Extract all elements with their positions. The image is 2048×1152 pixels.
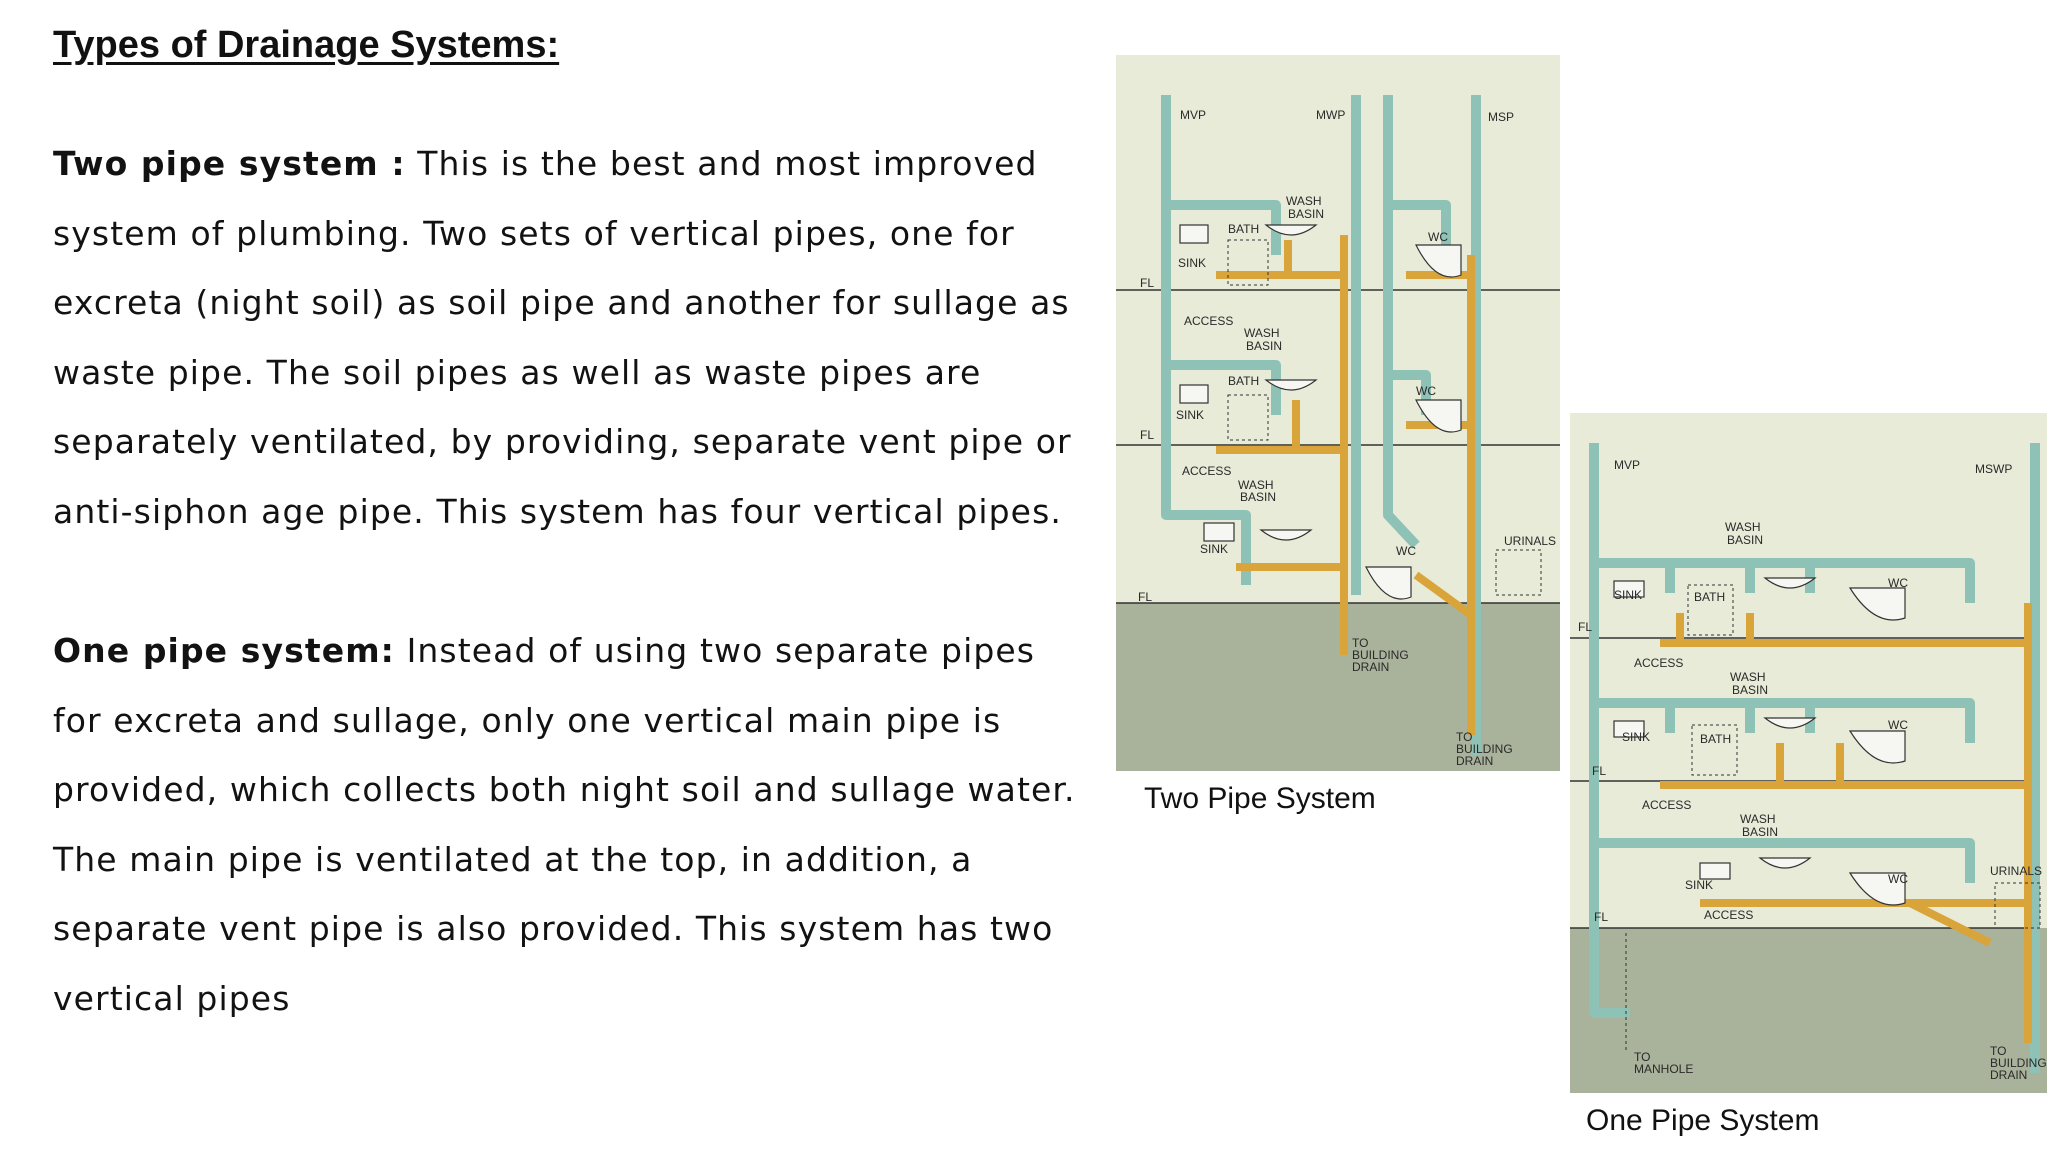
access-label: ACCESS	[1634, 656, 1683, 670]
two-pipe-caption: Two Pipe System	[1144, 782, 1376, 815]
sink-label: SINK	[1614, 588, 1642, 602]
two-pipe-lead: Two pipe system :	[53, 144, 406, 183]
fl-label: FL	[1594, 910, 1608, 924]
sink-label: SINK	[1622, 730, 1650, 744]
to-drain-label: BUILDING	[1352, 648, 1409, 662]
wash-basin-label-b: BASIN	[1727, 533, 1763, 547]
mvp-label: MVP	[1614, 458, 1640, 472]
sink-label: SINK	[1200, 542, 1228, 556]
fl-label: FL	[1578, 620, 1592, 634]
wash-basin-label: WASH	[1238, 478, 1274, 492]
wash-basin-label-b: BASIN	[1288, 207, 1324, 221]
access-label: ACCESS	[1184, 314, 1233, 328]
access-label: ACCESS	[1642, 798, 1691, 812]
fl-label: FL	[1592, 764, 1606, 778]
msp-label: MSP	[1488, 110, 1514, 124]
fl-label: FL	[1138, 590, 1152, 604]
wc-label: WC	[1888, 576, 1908, 590]
wash-basin-label-b: BASIN	[1742, 825, 1778, 839]
urinals-label: URINALS	[1990, 864, 2042, 878]
one-pipe-lead: One pipe system:	[53, 631, 395, 670]
wash-basin-label: WASH	[1725, 520, 1761, 534]
wash-basin-label: WASH	[1740, 812, 1776, 826]
one-pipe-text: Instead of using two separate pipes for …	[53, 631, 1076, 1018]
urinals-label: URINALS	[1504, 534, 1556, 548]
two-pipe-diagram: MVP MWP MSP WASH BASIN BATH SINK WC FL A…	[1116, 55, 1560, 771]
two-pipe-text: This is the best and most improved syste…	[53, 144, 1072, 531]
bath-label: BATH	[1228, 222, 1259, 236]
one-pipe-paragraph: One pipe system: Instead of using two se…	[53, 616, 1093, 1033]
bath-label: BATH	[1694, 590, 1725, 604]
to-manhole-label: TO	[1634, 1050, 1650, 1064]
wc-label: WC	[1416, 384, 1436, 398]
wash-basin-label: WASH	[1286, 194, 1322, 208]
wc-label: WC	[1396, 544, 1416, 558]
wc-label: WC	[1888, 872, 1908, 886]
to-drain-label: DRAIN	[1352, 660, 1389, 674]
wash-basin-label: WASH	[1730, 670, 1766, 684]
to-drain-label: TO	[1456, 730, 1472, 744]
mvp-label: MVP	[1180, 108, 1206, 122]
to-drain-label: DRAIN	[1456, 754, 1493, 768]
wash-basin-label: WASH	[1244, 326, 1280, 340]
two-pipe-diagram-drawing: MVP MWP MSP WASH BASIN BATH SINK WC FL A…	[1116, 55, 1560, 771]
fl-label: FL	[1140, 428, 1154, 442]
wash-basin-label-b: BASIN	[1246, 339, 1282, 353]
wc-label: WC	[1428, 230, 1448, 244]
one-pipe-diagram: MVP MSWP WASH BASIN SINK BATH WC FL ACCE…	[1570, 413, 2047, 1093]
bath-label: BATH	[1700, 732, 1731, 746]
wc-label: WC	[1888, 718, 1908, 732]
one-pipe-caption: One Pipe System	[1586, 1104, 1820, 1137]
two-pipe-paragraph: Two pipe system : This is the best and m…	[53, 129, 1093, 546]
bath-label: BATH	[1228, 374, 1259, 388]
to-drain-label: TO	[1990, 1044, 2006, 1058]
to-drain-label: TO	[1352, 636, 1368, 650]
to-drain-label: DRAIN	[1990, 1068, 2027, 1082]
sink-label: SINK	[1685, 878, 1713, 892]
wash-basin-label-b: BASIN	[1732, 683, 1768, 697]
wash-basin-label-b: BASIN	[1240, 490, 1276, 504]
sink-label: SINK	[1178, 256, 1206, 270]
mwp-label: MWP	[1316, 108, 1345, 122]
access-label: ACCESS	[1704, 908, 1753, 922]
mswp-label: MSWP	[1975, 462, 2012, 476]
page-title: Types of Drainage Systems:	[53, 24, 560, 66]
to-drain-label: BUILDING	[1990, 1056, 2047, 1070]
to-drain-label: BUILDING	[1456, 742, 1513, 756]
access-label: ACCESS	[1182, 464, 1231, 478]
fl-label: FL	[1140, 276, 1154, 290]
sink-label: SINK	[1176, 408, 1204, 422]
to-manhole-label: MANHOLE	[1634, 1062, 1693, 1076]
one-pipe-diagram-drawing: MVP MSWP WASH BASIN SINK BATH WC FL ACCE…	[1570, 413, 2047, 1093]
